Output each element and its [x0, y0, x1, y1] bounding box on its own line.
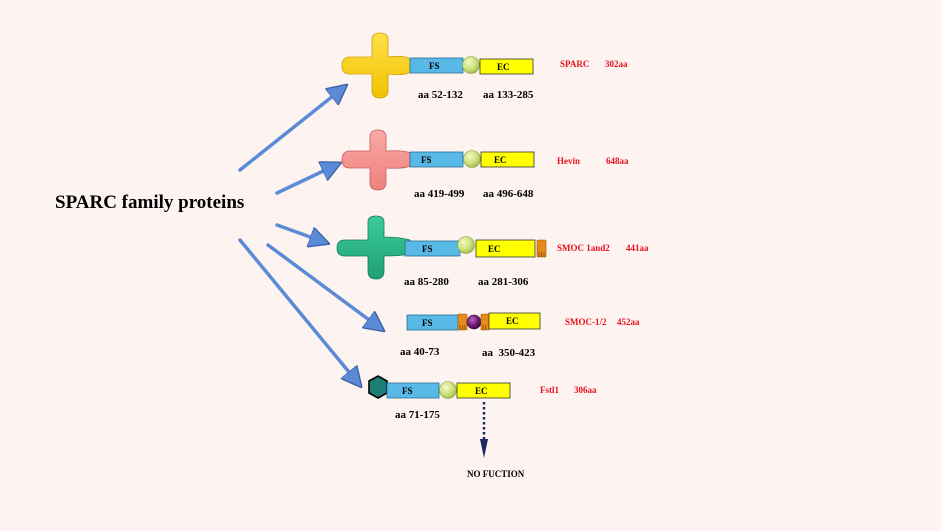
- sparc-length: 302aa: [605, 59, 628, 69]
- smoc12-linker-circle: [466, 314, 482, 330]
- arrow-to-smoc12: [266, 243, 380, 328]
- smoc12-length: 452aa: [617, 317, 640, 327]
- fstl1-ec-label: EC: [475, 386, 488, 396]
- smoc12-fs-label: FS: [422, 318, 433, 328]
- arrow-to-hevin: [275, 165, 336, 195]
- fstl1-link-circle: [439, 381, 457, 399]
- sparc-name: SPARC: [560, 59, 589, 69]
- smoc12-range-ec: aa 350-423: [482, 347, 536, 359]
- arrow-to-sparc: [238, 88, 343, 172]
- sparc-link-circle: [462, 56, 480, 74]
- smoc-ec-domain: [475, 239, 536, 258]
- protein-hevin: FS EC Hevin 648aa aa 419-499 aa 496-648: [341, 129, 629, 200]
- smoc-nterm-cross: [336, 215, 411, 280]
- sparc-range-fs: aa 52-132: [418, 89, 463, 101]
- protein-sparc: FS EC SPARC 302aa aa 52-132 aa 133-285: [341, 32, 628, 101]
- fstl1-ec-domain: [456, 382, 511, 399]
- sparc-ec-domain: [479, 58, 534, 75]
- smoc12-tyg-stripes-2: [482, 325, 486, 330]
- smoc-fs-label: FS: [422, 244, 433, 254]
- hevin-range-ec: aa 496-648: [483, 188, 534, 200]
- sparc-fs-label: FS: [429, 61, 440, 71]
- fstl1-length: 306aa: [574, 385, 597, 395]
- smoc-range-ec: aa 281-306: [478, 276, 529, 288]
- fstl1-fs-label: FS: [402, 386, 413, 396]
- smoc12-tyg-stripes-1: [459, 325, 466, 330]
- hevin-ec-domain: [480, 151, 535, 168]
- diagram-title: SPARC family proteins: [55, 192, 244, 213]
- protein-fstl1: FS EC Fstl1 306aa aa 71-175 NO FUCTION: [368, 375, 597, 479]
- hevin-fs-label: FS: [421, 155, 432, 165]
- smoc-link-circle: [457, 236, 475, 254]
- sparc-ec-label: EC: [497, 62, 510, 72]
- smoc12-range-fs: aa 40-73: [400, 346, 440, 358]
- smoc-name: SMOC 1and2: [557, 243, 610, 253]
- branch-arrows: [238, 88, 380, 383]
- hevin-name: Hevin: [557, 156, 580, 166]
- fstl1-fs-domain: [386, 382, 440, 399]
- smoc-range-fs: aa 85-280: [404, 276, 449, 288]
- hevin-range-fs: aa 419-499: [414, 188, 465, 200]
- hevin-length: 648aa: [606, 156, 629, 166]
- smoc-length: 441aa: [626, 243, 649, 253]
- fstl1-dotted-arrow-head: [480, 439, 488, 458]
- hevin-fs-domain: [409, 151, 464, 168]
- smoc12-ec-label: EC: [506, 316, 519, 326]
- hevin-nterm-cross: [341, 129, 411, 191]
- smoc-tyg-stripes: [538, 252, 545, 257]
- smoc12-tyg-domain-2: [480, 313, 490, 331]
- smoc-ec-label: EC: [488, 244, 501, 254]
- no-function-label: NO FUCTION: [467, 469, 525, 479]
- smoc12-name: SMOC-1/2: [565, 317, 607, 327]
- smoc12-ec-domain: [488, 312, 541, 330]
- fstl1-nterm-hexagon: [368, 375, 388, 399]
- fstl1-range-fs: aa 71-175: [395, 409, 440, 421]
- hevin-ec-label: EC: [494, 155, 507, 165]
- arrow-to-smoc: [275, 223, 324, 242]
- protein-smoc-1and2: FS EC SMOC 1and2 441aa aa 85-280 aa 281-…: [336, 215, 649, 288]
- arrow-to-fstl1: [238, 238, 358, 383]
- sparc-range-ec: aa 133-285: [483, 89, 534, 101]
- sparc-nterm-cross: [341, 32, 411, 99]
- fstl1-name: Fstl1: [540, 385, 559, 395]
- hevin-link-circle: [463, 150, 481, 168]
- protein-smoc-1-2: FS EC SMOC-1/2 452aa aa 40-73 aa 350-423: [400, 312, 640, 359]
